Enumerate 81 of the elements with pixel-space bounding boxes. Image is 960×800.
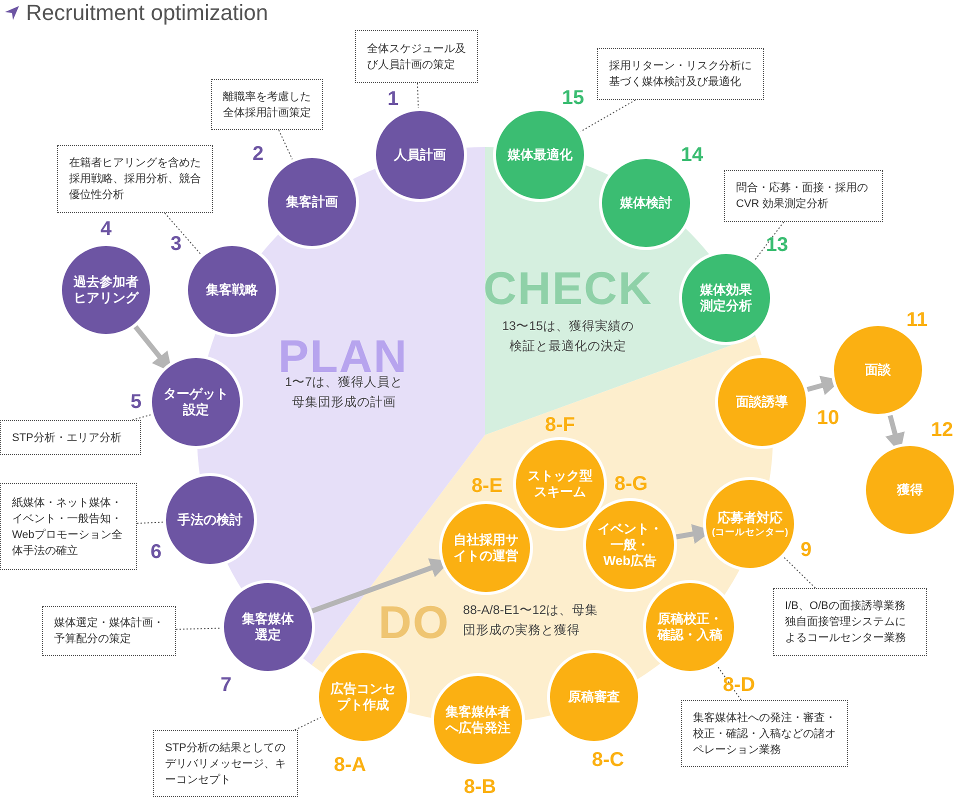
step-label: 過去参加者ヒアリング [74, 274, 138, 306]
step-number: 11 [906, 309, 928, 331]
callout-text: 紙媒体・ネット媒体・イベント・一般告知・Webプロモーション全体手法の確立 [12, 496, 124, 558]
callout-box [681, 700, 848, 767]
leader-line [294, 716, 322, 730]
step-number: 8-B [464, 776, 496, 798]
callout-text: STP分析・エリア分析 [12, 430, 122, 446]
callout-box [597, 48, 764, 100]
step-number: 1 [387, 88, 399, 110]
step-label: 人員計画 [394, 147, 446, 163]
step-number: 7 [220, 674, 232, 696]
step-number: 8-D [722, 674, 756, 696]
leader-line [580, 100, 636, 132]
step-number: 9 [800, 539, 812, 561]
leader-line [716, 665, 742, 700]
callout-text: 採用リターン・リスク分析に基づく媒体検討及び最適化 [609, 59, 752, 90]
callout-text: 媒体選定・媒体計画・予算配分の策定 [54, 616, 164, 647]
step-number: 12 [930, 419, 954, 441]
leader-line [176, 628, 222, 630]
step-number: 8-C [592, 749, 624, 771]
leader-line [278, 130, 293, 160]
callout-text: 離職率を考慮した全体採用計画策定 [223, 90, 311, 120]
step-number: 3 [170, 233, 182, 255]
phase-description: 13〜15は、獲得実績の検証と最適化の決定 [501, 318, 635, 355]
step-label: 媒体効果測定分析 [700, 282, 752, 314]
callout-text: 問合・応募・面接・採用のCVR 効果測定分析 [736, 180, 869, 212]
callout-box [724, 170, 883, 222]
step-number: 8-F [545, 414, 575, 436]
step-label: 媒体最適化 [508, 147, 572, 163]
step-label: 広告コンセプト作成 [330, 681, 396, 713]
step-label: イベント・一般・Web広告 [598, 521, 662, 569]
step-number: 2 [252, 143, 264, 165]
step-label: 手法の検討 [178, 512, 242, 528]
callout-box [355, 30, 478, 83]
phase-description: 88-A/8-E1〜12は、母集団形成の実務と獲得 [463, 602, 600, 639]
step-number: 10 [816, 407, 840, 429]
leader-line [164, 212, 202, 256]
leader-line [754, 222, 784, 262]
step-number: 5 [130, 391, 142, 413]
step-label: 獲得 [896, 482, 924, 498]
phase-description: 1〜7は、獲得人員と母集団形成の計画 [284, 374, 404, 411]
step-number: 15 [562, 87, 584, 109]
step-number: 14 [680, 144, 704, 166]
step-label: 応募者対応 [716, 510, 784, 526]
step-label: ターゲット設定 [164, 386, 228, 418]
step-number: 8-E [471, 475, 503, 497]
step-number: 6 [150, 541, 162, 563]
diagram-title: Recruitment optimization [26, 0, 268, 26]
callout-text: STP分析の結果としてのデリバリメッセージ、キーコンセプト [165, 740, 286, 788]
step-label: 集客媒体者へ広告発注 [446, 704, 510, 736]
callout-text: 在籍者ヒアリングを含めた採用戦略、採用分析、競合優位性分析 [69, 156, 201, 203]
step-number: 8-G [614, 473, 648, 495]
callout-text: 集客媒体社への発注・審査・校正・確認・入稿などの諸オペレーション業務 [693, 710, 836, 758]
step-number: 4 [100, 218, 112, 240]
callout-box [42, 606, 176, 656]
callout-box [153, 730, 298, 797]
step-label: 媒体検討 [620, 195, 672, 211]
step-number: 13 [766, 234, 788, 256]
callout-box [0, 483, 137, 570]
phase-heading: CHECK [483, 263, 653, 313]
callout-text: 全体スケジュール及び人員計画の策定 [367, 42, 466, 72]
callout-text: I/B、O/Bの面接誘導業務独自面接管理システムによるコールセンター業務 [785, 598, 907, 646]
callout-box [57, 145, 213, 213]
step-label: 自社採用サイトの運営 [454, 532, 518, 564]
leader-line [783, 556, 816, 588]
leader-line [416, 82, 419, 109]
step-label: 集客計画 [286, 194, 338, 210]
step-label: 原稿審査 [567, 689, 621, 705]
step-label: (コールセンター) [712, 526, 788, 538]
step-label: 面談 [864, 362, 892, 378]
callout-box [211, 79, 323, 130]
step-label: ストック型スキーム [528, 468, 592, 500]
step-label: 集客媒体選定 [242, 611, 294, 643]
leader-line [136, 522, 164, 524]
callout-box [0, 420, 141, 455]
step-label: 面談誘導 [735, 394, 789, 410]
callout-box [773, 588, 927, 656]
step-label: 原稿校正・確認・入稿 [658, 611, 722, 643]
step-number: 8-A [334, 754, 366, 776]
phase-heading: DO [378, 597, 450, 647]
step-label: 集客戦略 [206, 282, 258, 298]
